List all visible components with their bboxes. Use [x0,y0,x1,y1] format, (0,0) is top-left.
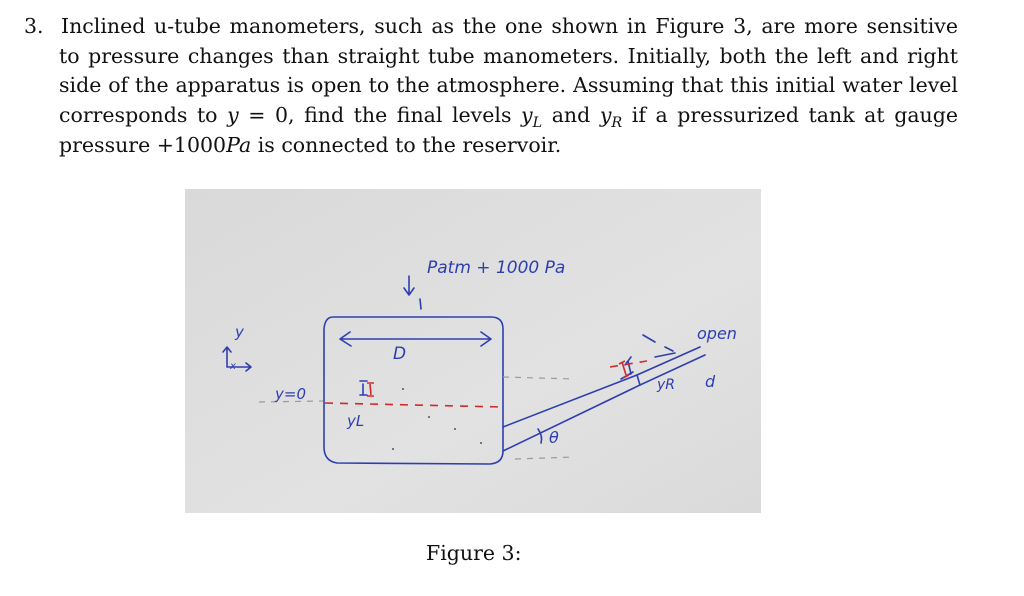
dot [428,416,430,418]
water-level-right [609,360,648,368]
yL-red-arrow [367,382,374,397]
pressure-label: Patm + 1000 Pa [427,258,565,278]
d-label: d [705,372,716,391]
x-axis-label: x [229,361,236,372]
horizontal-reference [514,456,576,460]
dot [454,428,456,430]
inclined-tube-upper [636,346,706,386]
pressure-arrow [403,275,415,296]
diameter-label: D [393,344,406,364]
problem-line-3: side of the apparatus is open to the atm… [59,73,958,97]
inclined-tube [502,374,641,452]
dot [480,442,482,444]
dot [402,388,404,390]
initial-level-right [502,376,576,380]
open-arrow [642,334,656,343]
figure-caption: Figure 3: [426,541,522,565]
yL-label: yL [346,412,364,430]
yL-arrow [359,380,368,396]
line4-post: if a pressurized tank at gauge [622,103,958,127]
theta-arc [537,428,543,444]
line4-and: and [542,103,600,127]
problem-line-2: to pressure changes than straight tube m… [59,44,958,68]
problem-line-5: pressure +1000Pa is connected to the res… [59,131,561,161]
var-y: y [227,103,239,127]
diameter-arrow [339,331,492,347]
line5-post: is connected to the reservoir. [251,133,562,157]
problem-line-4: corresponds to y = 0, find the final lev… [59,101,958,139]
y-axis-label: y [234,323,245,341]
pressure-tick [419,298,422,310]
theta-label: θ [549,428,559,447]
yR-red-arrow [618,360,630,379]
line4-eq: = 0, find the final levels [238,103,522,127]
dot [392,448,394,450]
var-yL: yL [521,103,543,132]
reservoir-outline [323,316,504,465]
problem-line-1: Inclined u-tube manometers, such as the … [61,14,958,38]
axis-arrows [222,346,252,372]
yR-label: yR [656,377,675,393]
y-zero-label: y=0 [274,385,306,403]
open-pointer [654,346,676,358]
unit-pa: Pa [226,133,252,157]
problem-number: 3. [24,14,44,38]
figure-3-photo: Patm + 1000 Pa D open y x y=0 yL yR d θ [185,189,761,513]
open-label: open [697,324,737,343]
line4-pre: corresponds to [59,103,228,127]
initial-level-left [258,400,324,403]
paper-background [185,189,761,513]
manometer-sketch: Patm + 1000 Pa D open y x y=0 yL yR d θ [185,189,761,513]
var-yR: yR [599,103,623,132]
line5-pre: pressure +1000 [59,133,227,157]
